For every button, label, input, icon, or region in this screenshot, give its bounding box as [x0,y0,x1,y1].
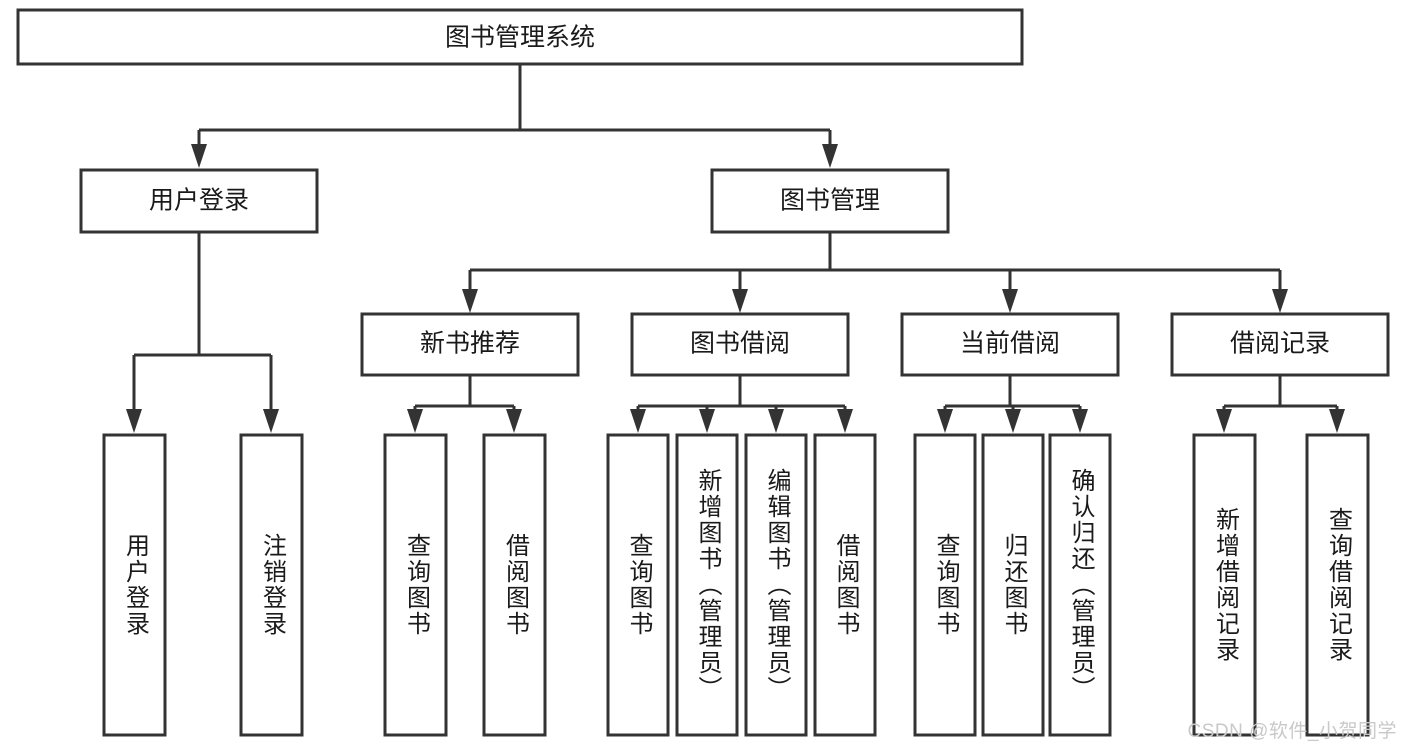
arrow-head-book-borrow-leaf-0 [630,409,646,433]
csdn-watermark: CSDN @软件_小贺同学 [1187,721,1397,742]
leaf-box-current-borrow-0[interactable] [913,433,977,737]
arrow-head-user-login-leaf-1 [263,409,279,433]
arrow-head-new-book-leaf-0 [407,409,423,433]
arrow-head-current-borrow [1002,289,1018,313]
arrow-head-book-manage [822,144,838,168]
leaf-box-borrow-record-0[interactable] [1192,433,1257,737]
node-current-borrow-label: 当前借阅 [960,330,1060,358]
arrow-head-current-borrow-leaf-2 [1072,409,1088,433]
arrow-head-book-borrow-leaf-2 [768,409,784,433]
leaf-box-book-borrow-2[interactable] [744,433,808,737]
node-user-login-label: 用户登录 [149,187,249,215]
arrow-head-borrow-record [1272,289,1288,313]
node-current-borrow-box[interactable] [900,312,1120,377]
node-book-borrow-label: 图书借阅 [690,330,790,358]
arrow-head-book-borrow-leaf-3 [837,409,853,433]
leaf-box-book-borrow-3[interactable] [813,433,877,737]
leaf-box-book-borrow-0[interactable] [606,433,670,737]
leaf-box-user-login-1[interactable] [239,433,304,737]
arrow-head-current-borrow-leaf-1 [1005,409,1021,433]
leaf-box-new-book-0[interactable] [383,433,448,737]
node-book-borrow-box[interactable] [630,312,850,377]
node-root-box[interactable] [16,8,1024,66]
node-new-book-label: 新书推荐 [420,330,520,358]
node-borrow-record-box[interactable] [1170,312,1390,377]
leaf-box-new-book-1[interactable] [482,433,547,737]
node-new-book-box[interactable] [360,312,580,377]
leaf-box-book-borrow-1[interactable] [675,433,739,737]
node-root-label: 图书管理系统 [445,24,595,52]
leaf-box-user-login-0[interactable] [102,433,167,737]
leaf-box-current-borrow-2[interactable] [1048,433,1112,737]
leaf-box-borrow-record-1[interactable] [1305,433,1370,737]
arrow-head-new-book-leaf-1 [506,409,522,433]
node-book-manage-label: 图书管理 [780,187,880,215]
node-book-manage-box[interactable] [710,168,950,234]
arrow-head-current-borrow-leaf-0 [937,409,953,433]
arrow-head-borrow-record-leaf-1 [1329,409,1345,433]
arrow-head-book-borrow [732,289,748,313]
arrow-head-user-login-leaf-0 [126,409,142,433]
arrow-head-book-borrow-leaf-1 [699,409,715,433]
arrow-head-new-book [462,289,478,313]
arrow-head-borrow-record-leaf-0 [1216,409,1232,433]
node-borrow-record-label: 借阅记录 [1230,330,1330,358]
arrow-head-user-login [191,144,207,168]
leaf-box-current-borrow-1[interactable] [981,433,1045,737]
